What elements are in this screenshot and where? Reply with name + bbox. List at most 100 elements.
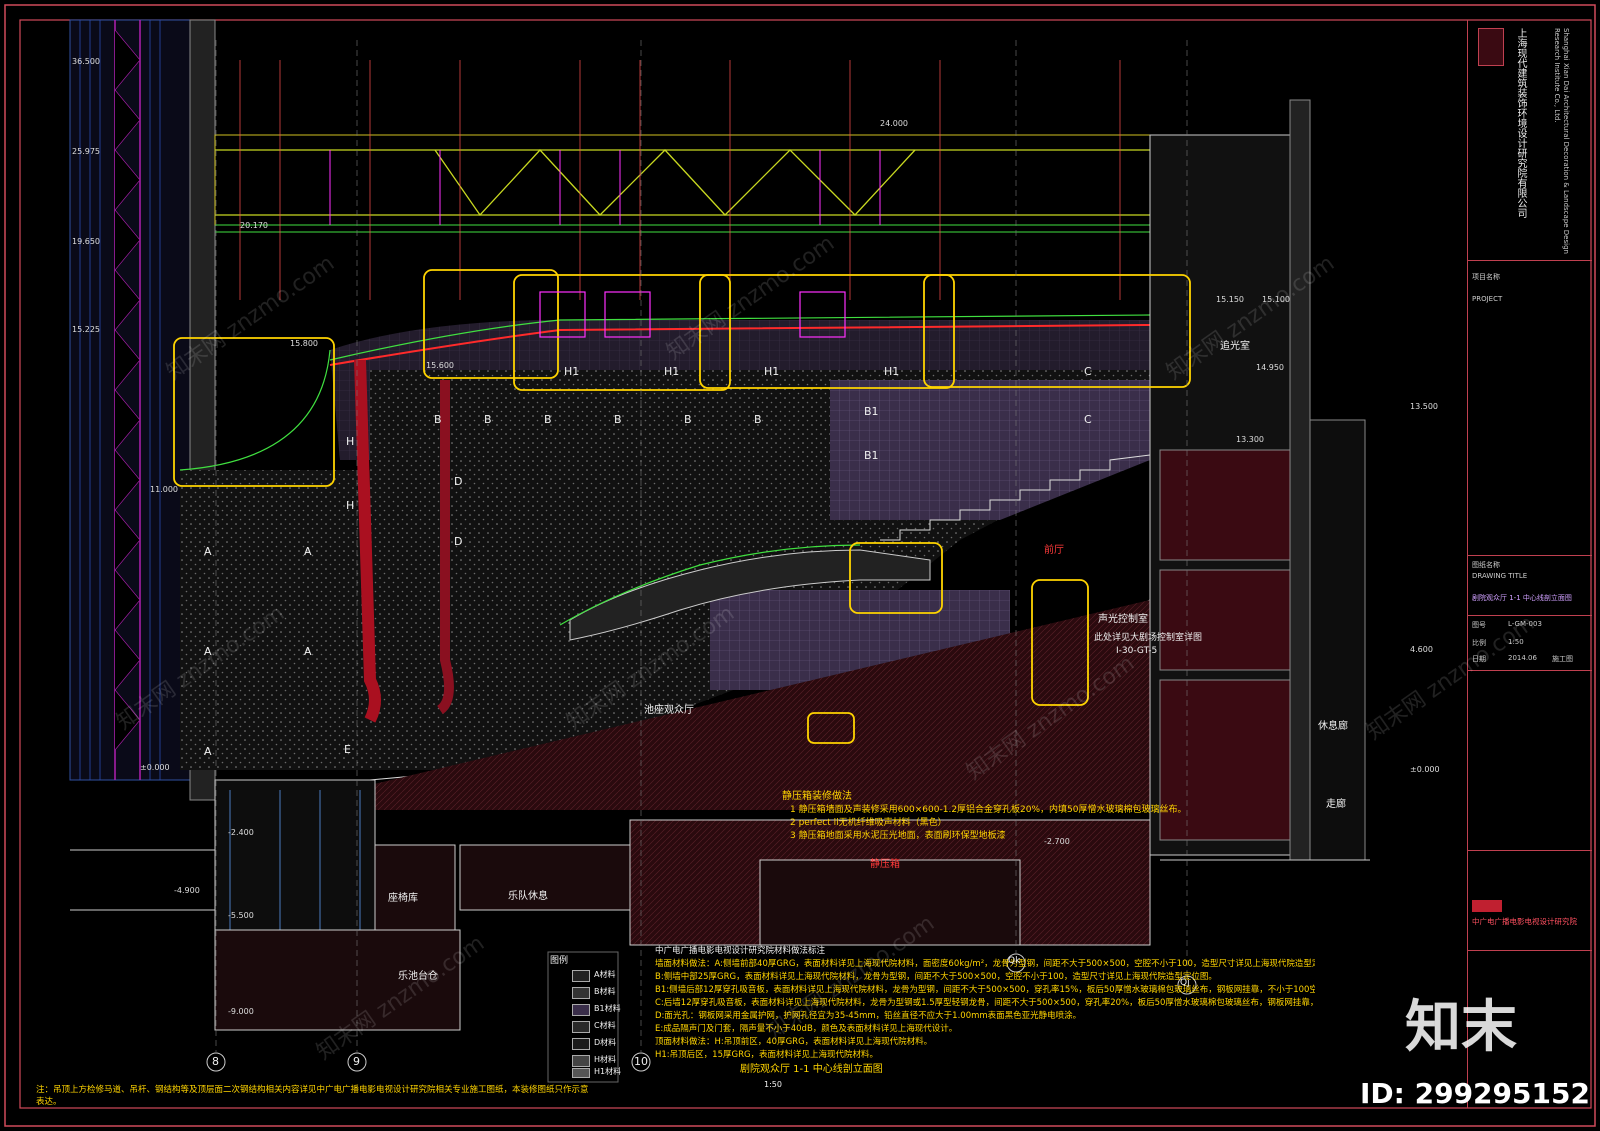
elevation-label: -2.400	[228, 828, 254, 837]
notes-title: 中广电广播电影电视设计研究院材料做法标注	[655, 946, 826, 956]
title-block: 上海现代建筑装饰环境设计研究院有限公司 Shanghai Xian Dai Ar…	[1467, 20, 1592, 1108]
company-logo	[1478, 28, 1504, 66]
drawing-title: 剧院观众厅 1-1 中心线剖立面图	[740, 1064, 883, 1075]
notes-line: C:后墙12厚穿孔吸音板，表面材料详见上海现代院材料，龙骨为型钢或1.5厚型轻钢…	[655, 998, 1315, 1008]
material-code: A	[304, 645, 312, 658]
elevation-label: ±0.000	[1410, 765, 1440, 774]
elevation-label: 15.800	[290, 339, 318, 348]
institute-logo	[1472, 900, 1502, 912]
static-box-title: 静压箱装修做法	[782, 791, 852, 802]
material-code: B	[754, 413, 762, 426]
legend-swatch	[572, 1068, 590, 1078]
legend-label: H材料	[594, 1055, 617, 1064]
image-id: ID: 299295152	[1360, 1077, 1590, 1110]
elevation-label: 19.650	[72, 237, 100, 246]
elevation-label: 24.000	[880, 119, 908, 128]
material-code: E	[344, 743, 351, 756]
elevation-label: 36.500	[72, 57, 100, 66]
room-label: 乐池台仓	[398, 971, 438, 982]
elevation-label: 15.100	[1262, 295, 1290, 304]
elevation-label: 14.950	[1256, 363, 1284, 372]
material-code: H1	[564, 365, 580, 378]
tb-field: 项目名称	[1472, 273, 1500, 281]
tb-field: DRAWING TITLE	[1472, 572, 1528, 580]
tb-drawing-title: 剧院观众厅 1-1 中心线剖立面图	[1472, 594, 1572, 602]
material-code: B	[434, 413, 442, 426]
legend-swatch	[572, 1038, 590, 1050]
legend-swatch	[572, 1055, 590, 1067]
notes-line: D:面光孔：钢板网采用金属护网，护网孔径宜为35-45mm，铅丝直径不应大于1.…	[655, 1011, 1082, 1021]
axis-label: Qj	[1180, 978, 1190, 988]
material-code: H	[346, 499, 355, 512]
tb-date: 2014.06	[1508, 654, 1537, 662]
room-label: 走廊	[1326, 799, 1346, 810]
room-label: 乐队休息	[508, 891, 548, 902]
elevation-label: -2.700	[1044, 837, 1070, 846]
tb-field: 比例	[1472, 639, 1486, 647]
static-box-line: 2 perfect ll无机纤维吸声材料（黑色）	[790, 818, 947, 828]
notes-line: H1:吊顶后区，15厚GRG，表面材料详见上海现代院材料。	[655, 1050, 879, 1060]
company-name-en: Shanghai Xian Dai Architectural Decorati…	[1553, 28, 1570, 254]
ref-code: I-30-GT-5	[1116, 646, 1158, 656]
material-code: H1	[764, 365, 780, 378]
material-code: A	[204, 545, 212, 558]
material-code: A	[304, 545, 312, 558]
tb-scale: 1:50	[1508, 638, 1524, 646]
notes-line: 顶面材料做法：H:吊顶前区，40厚GRG，表面材料详见上海现代院材料。	[655, 1037, 933, 1047]
room-label: 池座观众厅	[644, 705, 694, 716]
elevation-label: ±0.000	[140, 763, 170, 772]
legend-swatch	[572, 970, 590, 982]
room-label: 声光控制室	[1098, 614, 1148, 625]
static-box-line: 3 静压箱地面采用水泥压光地面，表面刷环保型地板漆	[790, 831, 1006, 841]
elevation-label: 13.300	[1236, 435, 1264, 444]
elevation-label: 25.975	[72, 147, 100, 156]
material-notes: 中广电广播电影电视设计研究院材料做法标注 墙面材料做法：A:侧墙前部40厚GRG…	[655, 945, 1315, 1062]
bottom-note: 注：吊顶上方检修马道、吊杆、钢结构等及顶层面二次钢结构相关内容详见中广电广播电影…	[36, 1085, 589, 1107]
room-label: 前厅	[1044, 545, 1064, 556]
elevation-label: 4.600	[1410, 645, 1433, 654]
legend-label: B1材料	[594, 1004, 621, 1013]
material-code: B	[684, 413, 692, 426]
material-code: B	[544, 413, 552, 426]
material-code: B1	[864, 405, 879, 418]
material-code: A	[204, 645, 212, 658]
elevation-label: -5.500	[228, 911, 254, 920]
elevation-label: -9.000	[228, 1007, 254, 1016]
elevation-label: -4.900	[174, 886, 200, 895]
elevation-label: 15.150	[1216, 295, 1244, 304]
tb-field: 日期	[1472, 655, 1486, 663]
material-code: B	[484, 413, 492, 426]
axis-label: 8	[212, 1055, 219, 1068]
legend-swatch	[572, 1021, 590, 1033]
legend-label: H1材料	[594, 1067, 622, 1076]
legend-label: D材料	[594, 1038, 617, 1047]
notes-line: B1:侧墙后部12厚穿孔吸音板，表面材料详见上海现代院材料，龙骨为型钢，间距不大…	[655, 985, 1315, 995]
room-label: 座椅库	[388, 893, 418, 904]
legend-swatch	[572, 987, 590, 999]
material-code: C	[1084, 365, 1092, 378]
tb-field: 图号	[1472, 621, 1486, 629]
brand-logo: 知末	[1405, 995, 1517, 1060]
axis-label: 10	[634, 1055, 648, 1068]
legend-title: 图例	[550, 956, 569, 966]
material-code: H	[346, 435, 355, 448]
tb-field: PROJECT	[1472, 295, 1503, 303]
static-box-line: 1 静压箱墙面及声装修采用600×600-1.2厚铝合金穿孔板20%，内填50厚…	[790, 805, 1187, 815]
material-code: B	[614, 413, 622, 426]
elevation-label: 11.000	[150, 485, 178, 494]
room-label: 追光室	[1220, 341, 1250, 352]
tb-stage: 施工图	[1552, 655, 1573, 663]
elevation-label: 15.225	[72, 325, 100, 334]
material-code: B1	[864, 449, 879, 462]
material-code: H1	[884, 365, 900, 378]
notes-line: 墙面材料做法：A:侧墙前部40厚GRG，表面材料详见上海现代院材料，面密度60k…	[655, 959, 1315, 969]
room-label: 休息廊	[1318, 721, 1348, 732]
tb-field: 图纸名称	[1472, 561, 1500, 569]
material-code: D	[454, 535, 463, 548]
legend-label: B材料	[594, 987, 616, 996]
axis-label: Qk	[1008, 956, 1021, 966]
tb-sheet-no: L-GM-003	[1508, 620, 1542, 628]
elevation-label: 20.170	[240, 221, 268, 230]
